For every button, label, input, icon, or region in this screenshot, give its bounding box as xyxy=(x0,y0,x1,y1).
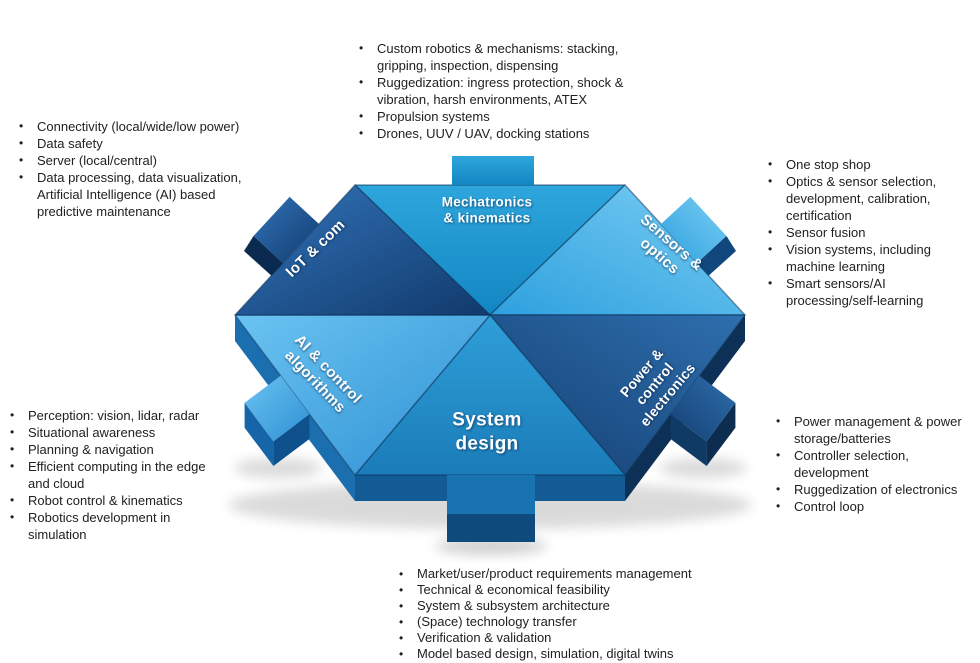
list-item: One stop shop xyxy=(761,156,957,173)
callout-system: Market/user/product requirements managem… xyxy=(392,566,822,662)
callout-iot: Connectivity (local/wide/low power)Data … xyxy=(12,118,248,220)
list-item: Ruggedization: ingress protection, shock… xyxy=(352,74,652,108)
list-item: Technical & economical feasibility xyxy=(392,582,822,598)
list-item: Market/user/product requirements managem… xyxy=(392,566,822,582)
callout-ai: Perception: vision, lidar, radarSituatio… xyxy=(3,407,229,543)
list-item: Robot control & kinematics xyxy=(3,492,229,509)
ai-tab-side xyxy=(244,402,274,466)
list-item: Data processing, data visualization, Art… xyxy=(12,169,248,220)
callout-sensors: One stop shopOptics & sensor selection, … xyxy=(761,156,957,309)
list-item: Power management & power storage/batteri… xyxy=(769,413,975,447)
list-item: Model based design, simulation, digital … xyxy=(392,646,822,662)
segment-label-mechatronics: Mechatronics & kinematics xyxy=(441,194,533,226)
mechatronics-tab xyxy=(452,156,534,185)
list-item: Sensor fusion xyxy=(761,224,957,241)
callout-mechatronics: Custom robotics & mechanisms: stacking, … xyxy=(352,40,652,142)
callout-power: Power management & power storage/batteri… xyxy=(769,413,975,515)
list-item: Data safety xyxy=(12,135,248,152)
list-item: Server (local/central) xyxy=(12,152,248,169)
system-tab xyxy=(447,475,535,514)
iot-tab xyxy=(253,196,319,263)
list-item: Perception: vision, lidar, radar xyxy=(3,407,229,424)
list-item: Verification & validation xyxy=(392,630,822,646)
list-item: Control loop xyxy=(769,498,975,515)
list-item: Controller selection, development xyxy=(769,447,975,481)
wheel-segments xyxy=(234,184,746,476)
bullet-list: Power management & power storage/batteri… xyxy=(769,413,975,515)
wheel-tabs xyxy=(244,156,736,514)
segment-label-system: System design xyxy=(452,409,522,454)
list-item: Smart sensors/AI processing/self-learnin… xyxy=(761,275,957,309)
list-item: Drones, UUV / UAV, docking stations xyxy=(352,125,652,142)
power-tab-side xyxy=(706,402,736,466)
system-tab-side xyxy=(447,514,535,542)
sensors-tab xyxy=(661,196,727,263)
list-item: Custom robotics & mechanisms: stacking, … xyxy=(352,40,652,74)
sensors-tab-side xyxy=(697,235,736,278)
list-item: Ruggedization of electronics xyxy=(769,481,975,498)
list-item: System & subsystem architecture xyxy=(392,598,822,614)
list-item: (Space) technology transfer xyxy=(392,614,822,630)
list-item: Optics & sensor selection, development, … xyxy=(761,173,957,224)
ai-tab xyxy=(244,375,310,442)
power-tab-side xyxy=(670,414,707,466)
power-tab xyxy=(670,375,736,442)
list-item: Robotics development in simulation xyxy=(3,509,229,543)
bullet-list: Market/user/product requirements managem… xyxy=(392,566,822,662)
bullet-list: Perception: vision, lidar, radarSituatio… xyxy=(3,407,229,543)
list-item: Planning & navigation xyxy=(3,441,229,458)
bullet-list: Custom robotics & mechanisms: stacking, … xyxy=(352,40,652,142)
list-item: Efficient computing in the edge and clou… xyxy=(3,458,229,492)
list-item: Situational awareness xyxy=(3,424,229,441)
ai-tab-side xyxy=(273,414,310,466)
bullet-list: Connectivity (local/wide/low power)Data … xyxy=(12,118,248,220)
iot-tab-side xyxy=(244,235,283,278)
list-item: Vision systems, including machine learni… xyxy=(761,241,957,275)
list-item: Connectivity (local/wide/low power) xyxy=(12,118,248,135)
list-item: Propulsion systems xyxy=(352,108,652,125)
bullet-list: One stop shopOptics & sensor selection, … xyxy=(761,156,957,309)
